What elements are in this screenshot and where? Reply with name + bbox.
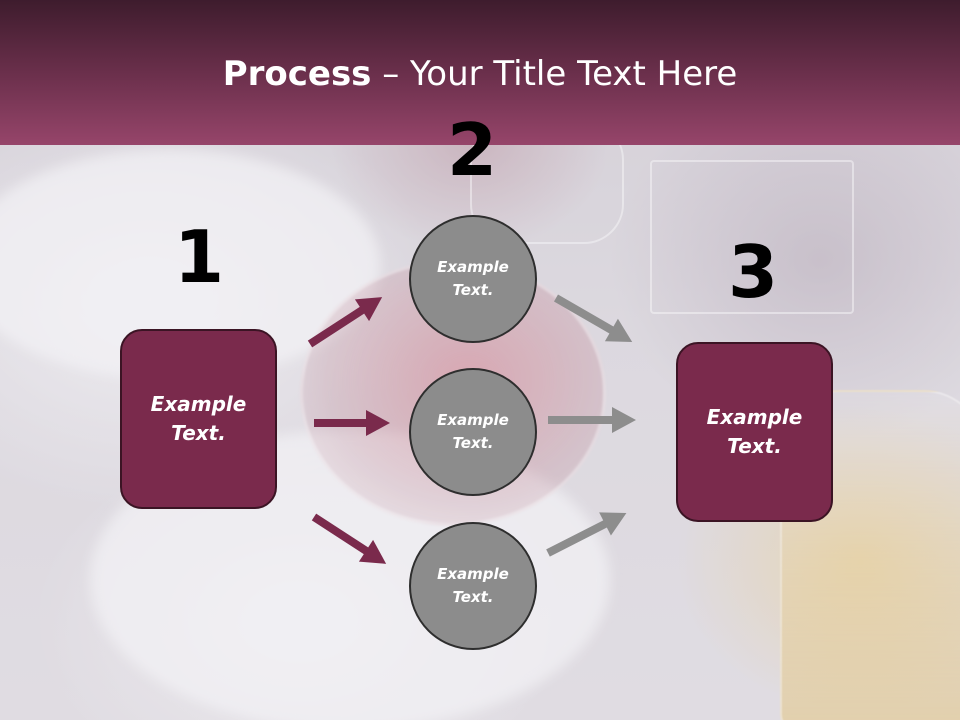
circle-middle-line2: Text. bbox=[452, 434, 494, 452]
step-number-2: 2 bbox=[446, 108, 498, 192]
circle-bottom-line1: Example bbox=[437, 565, 509, 583]
circle-top-line2: Text. bbox=[452, 281, 494, 299]
title-bold: Process bbox=[222, 54, 372, 94]
left-box-line2: Text. bbox=[171, 421, 226, 445]
step-number-1: 1 bbox=[173, 215, 225, 299]
slide-title: Process – Your Title Text Here bbox=[0, 52, 960, 96]
circle-middle-line1: Example bbox=[437, 411, 509, 429]
test-tube-rack bbox=[650, 160, 854, 314]
title-rest: – Your Title Text Here bbox=[371, 54, 738, 94]
right-box-line1: Example bbox=[706, 405, 803, 429]
right-box-line2: Text. bbox=[727, 434, 782, 458]
circle-top-line1: Example bbox=[437, 258, 509, 276]
step-number-3: 3 bbox=[727, 230, 779, 314]
arrow-left-to-middle bbox=[314, 410, 390, 436]
circle-bottom-line2: Text. bbox=[452, 588, 494, 606]
title-bar bbox=[0, 0, 960, 145]
left-box-line1: Example bbox=[150, 392, 247, 416]
arrow-middle-to-right bbox=[548, 407, 636, 433]
